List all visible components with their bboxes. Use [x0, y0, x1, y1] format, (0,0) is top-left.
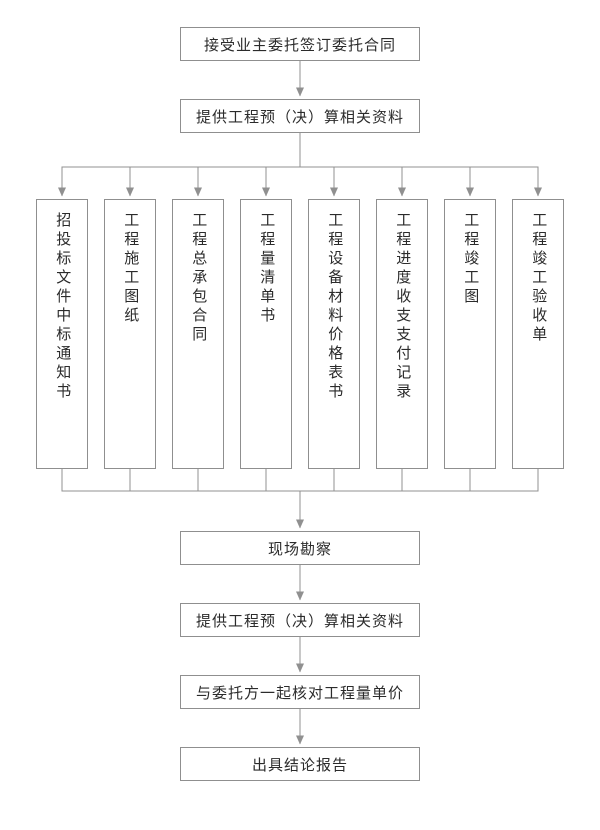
flow-node-provide-materials: 提供工程预（决）算相关资料 [180, 99, 420, 133]
flow-node-payment-records-label: 工程进度收支支付记录 [394, 212, 411, 402]
flow-node-provide-materials-label: 提供工程预（决）算相关资料 [195, 109, 404, 126]
flow-node-material-price-list-label: 工程设备材料价格表书 [326, 212, 343, 402]
flow-node-completion-drawing-label: 工程竣工图 [462, 212, 479, 307]
flow-node-provide-materials-2-label: 提供工程预（决）算相关资料 [195, 613, 404, 630]
flow-node-general-contract: 工程总承包合同 [172, 199, 224, 469]
flow-node-site-survey: 现场勘察 [180, 531, 420, 565]
flow-node-quantity-bill-label: 工程量清单书 [258, 212, 275, 326]
flow-node-verify-quantities-label: 与委托方一起核对工程量单价 [195, 685, 404, 702]
flow-node-payment-records: 工程进度收支支付记录 [376, 199, 428, 469]
flow-node-material-price-list: 工程设备材料价格表书 [308, 199, 360, 469]
flow-node-acceptance-form: 工程竣工验收单 [512, 199, 564, 469]
flow-node-completion-drawing: 工程竣工图 [444, 199, 496, 469]
flow-node-verify-quantities: 与委托方一起核对工程量单价 [180, 675, 420, 709]
branch-arrows [58, 167, 542, 197]
flow-node-bid-award-notice: 招投标文件中标通知书 [36, 199, 88, 469]
flow-node-bid-award-notice-label: 招投标文件中标通知书 [54, 212, 71, 402]
top-connectors [61, 61, 539, 168]
flow-node-sign-contract: 接受业主委托签订委托合同 [180, 27, 420, 61]
flow-node-acceptance-form-label: 工程竣工验收单 [530, 212, 547, 345]
flow-node-construction-drawings-label: 工程施工图纸 [122, 212, 139, 326]
flow-node-construction-drawings: 工程施工图纸 [104, 199, 156, 469]
flow-node-conclusion-report: 出具结论报告 [180, 747, 420, 781]
flow-node-quantity-bill: 工程量清单书 [240, 199, 292, 469]
flow-node-sign-contract-label: 接受业主委托签订委托合同 [203, 37, 396, 54]
flow-node-site-survey-label: 现场勘察 [267, 541, 332, 558]
flow-node-provide-materials-2: 提供工程预（决）算相关资料 [180, 603, 420, 637]
flow-node-general-contract-label: 工程总承包合同 [190, 212, 207, 345]
merge-connectors [61, 469, 539, 492]
flow-node-conclusion-report-label: 出具结论报告 [251, 757, 348, 774]
